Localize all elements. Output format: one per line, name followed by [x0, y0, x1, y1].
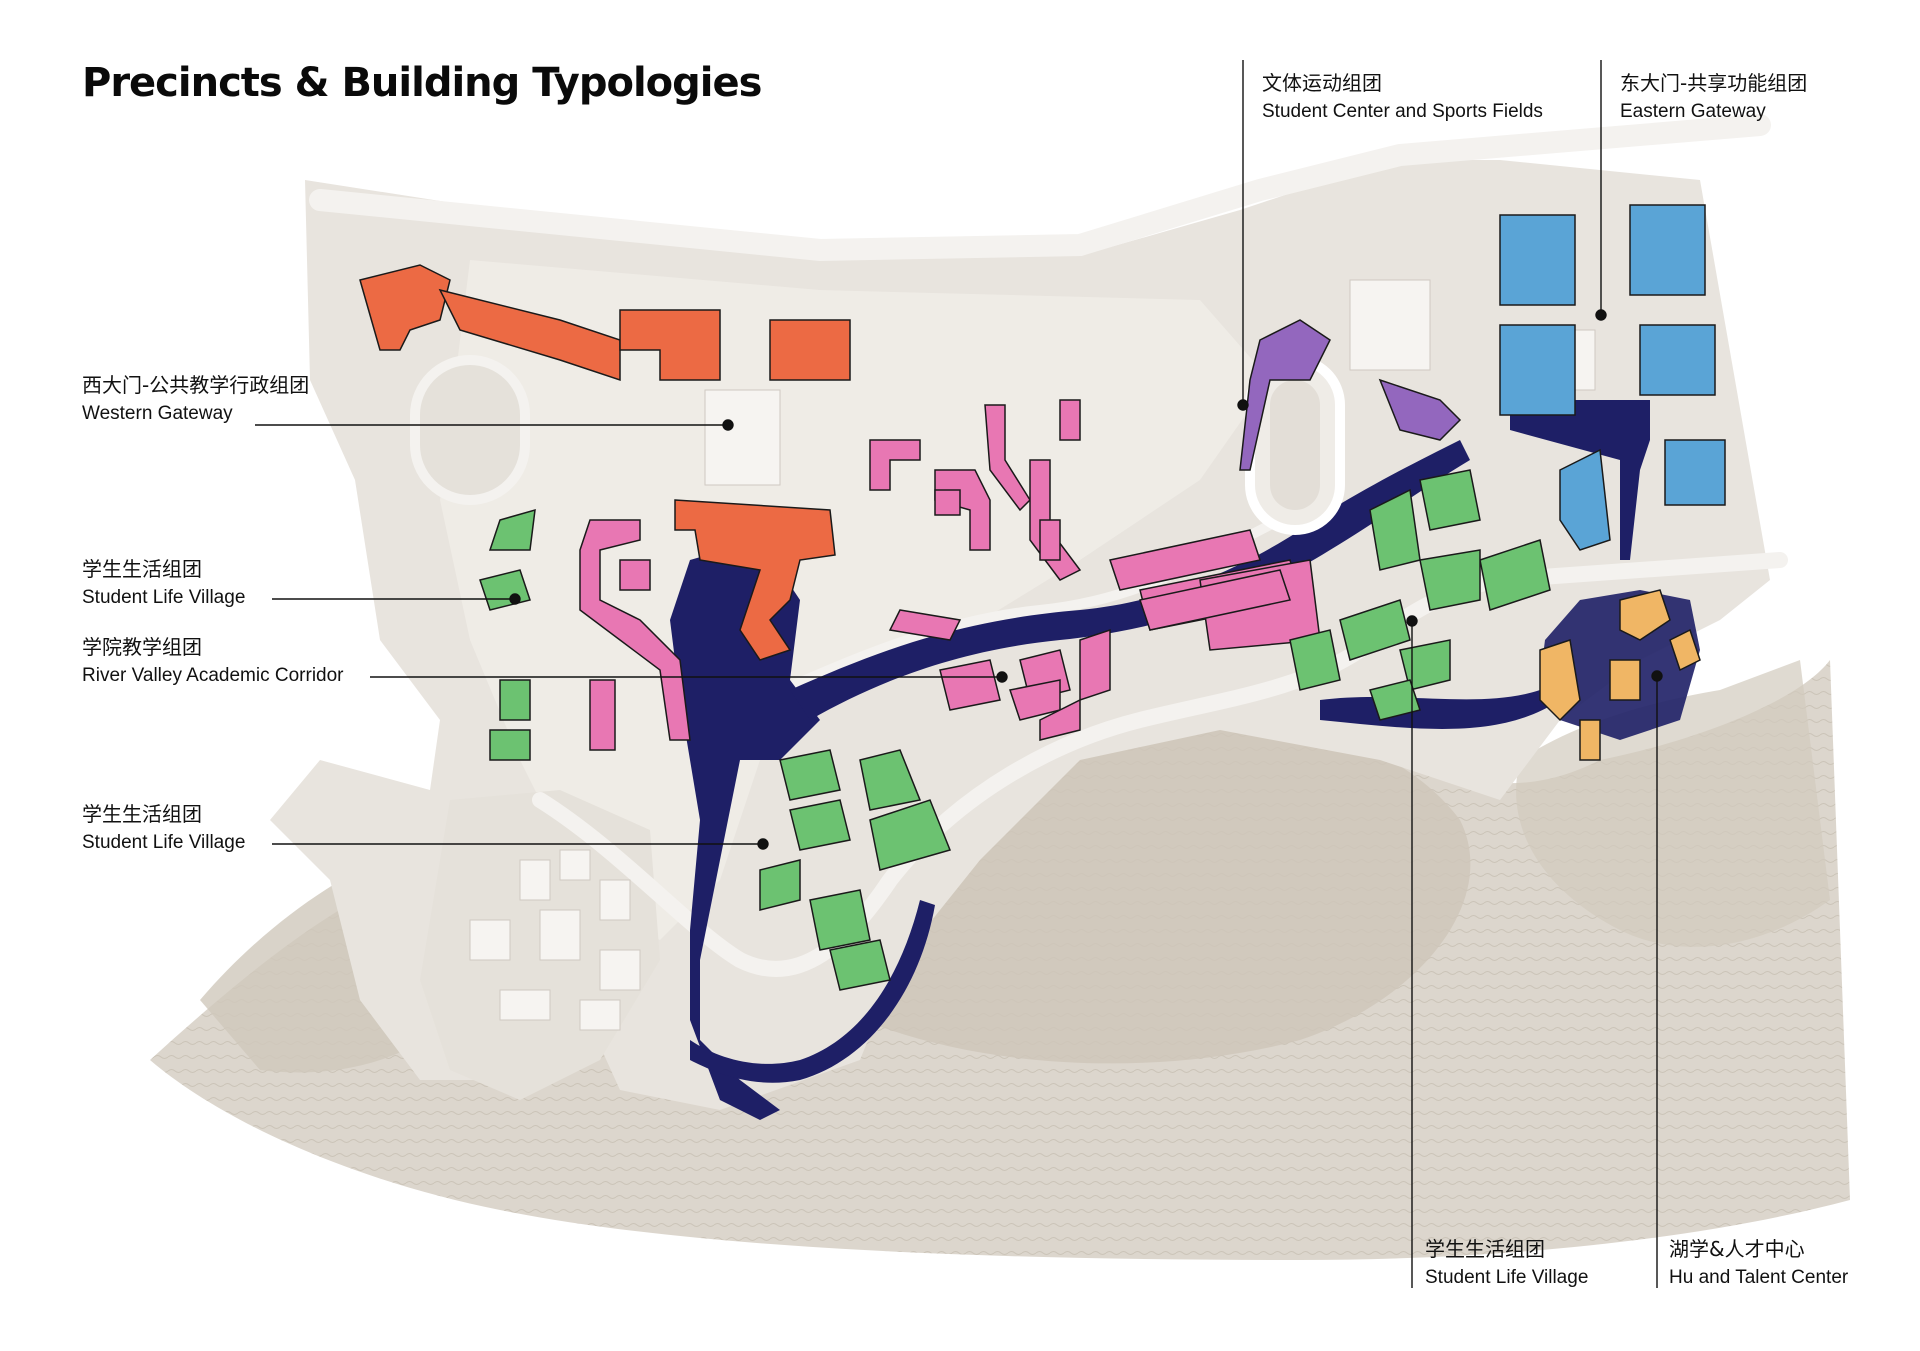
admin-building-2 [438, 288, 621, 382]
west-track [410, 355, 530, 505]
admin-building-3 [619, 309, 721, 381]
label-student-life-2: 学生生活组团 Student Life Village [82, 802, 245, 855]
label-en: River Valley Academic Corridor [82, 665, 344, 686]
student-life-east-4 [1419, 549, 1481, 611]
label-zh: 学生生活组团 [82, 557, 202, 581]
student-life-east-5 [1339, 599, 1411, 661]
talent-building-4 [1609, 659, 1641, 701]
student-life-west-1 [488, 508, 536, 551]
academic-west-3 [589, 679, 616, 751]
label-zh: 东大门-共享功能组团 [1620, 71, 1808, 95]
label-zh: 学院教学组团 [82, 635, 202, 659]
student-life-south-3 [859, 749, 922, 811]
label-student-life-3: 学生生活组团 Student Life Village [1425, 1237, 1588, 1290]
student-life-south-5 [809, 889, 871, 951]
label-en: Hu and Talent Center [1669, 1267, 1849, 1288]
label-zh: 西大门-公共教学行政组团 [82, 373, 310, 397]
student-life-south-2 [789, 799, 851, 851]
eastern-building-4 [1639, 324, 1716, 396]
academic-central-6 [1059, 399, 1081, 441]
student-life-south-4 [869, 799, 952, 871]
student-life-east-7 [1289, 629, 1341, 691]
label-zh: 文体运动组团 [1262, 71, 1382, 95]
talent-center-buildings [1539, 589, 1701, 761]
eastern-building-3 [1499, 324, 1576, 416]
student-life-east-2 [1419, 469, 1481, 531]
admin-buildings [359, 264, 851, 661]
admin-building-4 [769, 319, 851, 381]
river-south-loop [690, 900, 935, 1083]
label-en: Student Center and Sports Fields [1262, 101, 1543, 122]
river-corridor [790, 440, 1470, 720]
academic-buildings [579, 399, 1321, 751]
label-en: Student Life Village [82, 587, 246, 608]
admin-centre [674, 499, 836, 661]
student-life-west-4 [489, 729, 531, 761]
eastern-channel [1510, 400, 1650, 560]
leader-lines [255, 60, 1663, 1288]
eastern-building-6 [1559, 448, 1611, 551]
academic-west-1 [579, 519, 691, 741]
label-zh: 学生生活组团 [82, 802, 202, 826]
label-en: Student Life Village [82, 832, 246, 853]
sports-center-west [1239, 319, 1331, 471]
talent-building-3 [1619, 589, 1671, 641]
admin-building-1 [359, 264, 451, 351]
academic-central-3 [934, 489, 961, 516]
north-ring-road [309, 114, 1771, 262]
academic-central-1 [869, 439, 921, 491]
academic-corridor-1 [1109, 529, 1261, 591]
academic-corridor-6 [939, 659, 1001, 711]
student-life-west-3 [499, 679, 531, 721]
student-life-east-8 [1369, 679, 1421, 721]
label-zh: 湖学&人才中心 [1669, 1237, 1805, 1261]
student-life-east-3 [1479, 539, 1551, 611]
eastern-building-1 [1499, 214, 1576, 306]
eastern-building-2 [1629, 204, 1706, 296]
label-en: Student Life Village [1425, 1267, 1589, 1288]
academic-central-7 [1039, 519, 1061, 561]
talent-building-2 [1579, 719, 1601, 761]
sports-center-buildings [1239, 319, 1462, 471]
student-life-south-1 [779, 749, 841, 801]
academic-corridor-8 [1079, 628, 1111, 702]
label-zh: 学生生活组团 [1425, 1237, 1545, 1261]
river-west-lake [670, 540, 820, 1120]
label-eastern-gateway: 东大门-共享功能组团 Eastern Gateway [1620, 71, 1807, 124]
student-life-south-6 [829, 939, 891, 991]
label-en: Western Gateway [82, 403, 233, 424]
academic-south-2 [1039, 698, 1081, 741]
eastern-gateway-buildings [1499, 204, 1726, 551]
label-western-gateway: 西大门-公共教学行政组团 Western Gateway [82, 373, 309, 426]
academic-corridor-5 [888, 609, 962, 641]
page-title: Precincts & Building Typologies [82, 60, 762, 106]
talent-building-1 [1539, 639, 1581, 722]
talent-building-5 [1669, 628, 1701, 672]
label-sports-center: 文体运动组团 Student Center and Sports Fields [1262, 71, 1543, 124]
sports-center-east [1378, 378, 1462, 441]
label-talent-center: 湖学&人才中心 Hu and Talent Center [1669, 1237, 1848, 1290]
label-academic-corridor: 学院教学组团 River Valley Academic Corridor [82, 635, 344, 688]
academic-west-2 [619, 559, 651, 591]
eastern-building-5 [1664, 439, 1726, 506]
label-student-life-1: 学生生活组团 Student Life Village [82, 557, 245, 610]
student-life-south-7 [759, 859, 801, 911]
academic-corridor-4 [1139, 569, 1291, 631]
label-en: Eastern Gateway [1620, 101, 1766, 122]
